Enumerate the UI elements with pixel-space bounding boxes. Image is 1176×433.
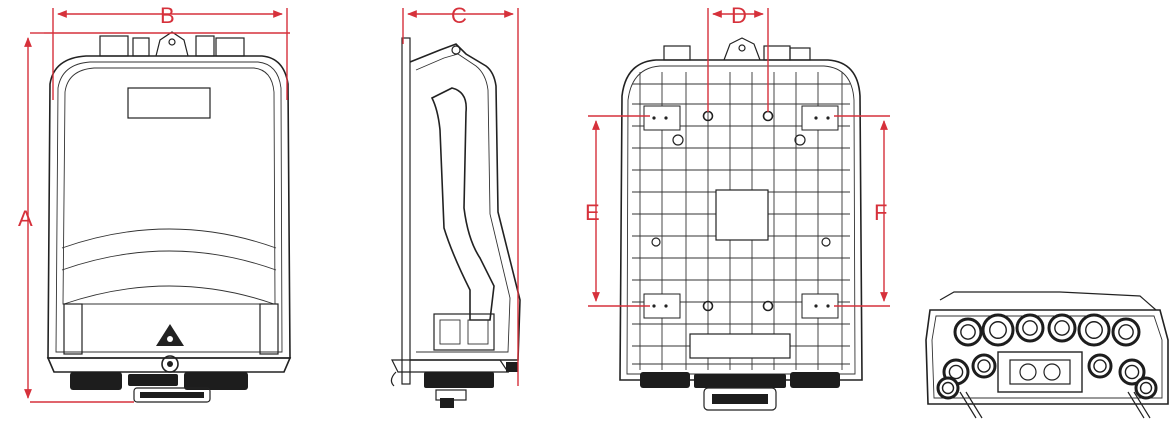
dimension-label-f: F <box>874 200 887 225</box>
laser-warning-triangle-icon <box>156 324 184 346</box>
dimension-label-b: B <box>160 3 175 28</box>
dimension-label-d: D <box>731 3 747 28</box>
dimension-c: C <box>402 3 519 386</box>
dimension-d: D <box>707 3 769 112</box>
dimension-label-e: E <box>585 200 600 225</box>
back-view: D E F <box>585 3 890 411</box>
cable-port <box>1087 353 1113 379</box>
enclosure-back-view-icon <box>619 37 863 411</box>
side-view: C <box>390 3 521 408</box>
dimension-b: B <box>52 3 288 100</box>
dimension-label-a: A <box>18 206 33 231</box>
cable-port <box>936 376 960 400</box>
dimension-a: A <box>18 32 290 403</box>
bottom-view <box>925 291 1169 419</box>
cable-port <box>1111 317 1141 347</box>
dimension-f: F <box>834 115 890 307</box>
cable-port <box>953 317 983 347</box>
cable-port <box>1077 313 1111 347</box>
enclosure-side-view-icon <box>390 37 521 408</box>
cable-port <box>1015 313 1045 343</box>
dimension-label-c: C <box>451 3 467 28</box>
cable-port <box>981 313 1015 347</box>
cable-port <box>1047 313 1077 343</box>
cable-port <box>971 353 997 379</box>
dimension-e: E <box>585 115 650 307</box>
enclosure-bottom-view-icon <box>925 291 1169 419</box>
cable-port <box>1134 376 1158 400</box>
enclosure-front-view-icon <box>46 31 292 403</box>
front-view: A B <box>18 3 292 403</box>
cable-port <box>1118 358 1146 386</box>
